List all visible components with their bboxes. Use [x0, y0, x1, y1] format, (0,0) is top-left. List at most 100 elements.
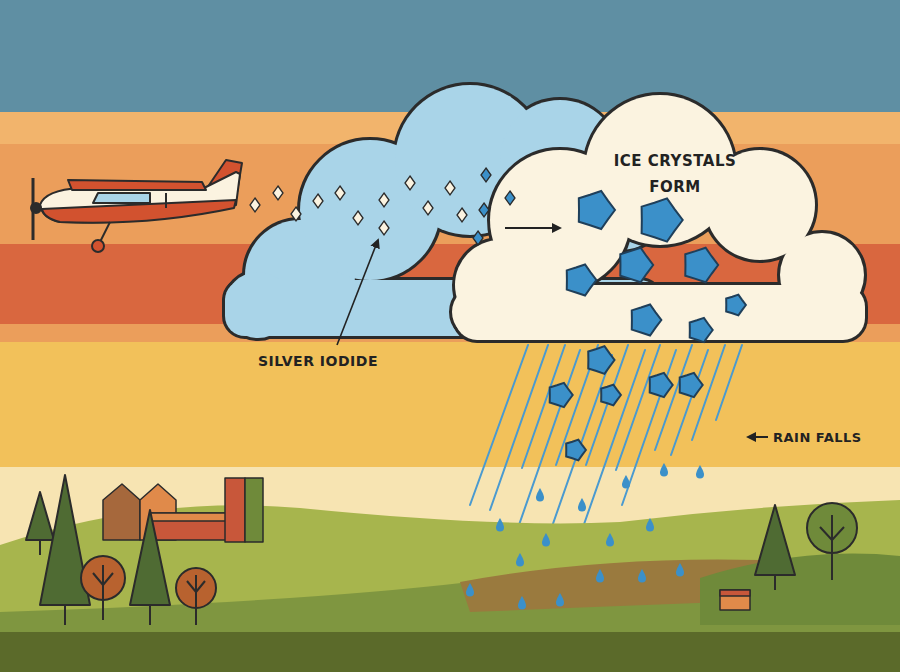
- rain-streaks: [522, 345, 565, 468]
- rain-drops: [556, 593, 564, 607]
- front-cloud: [452, 95, 865, 340]
- seeded-particles: [473, 231, 483, 245]
- rain-drops: [638, 569, 646, 583]
- silver-iodide-particles: [273, 186, 283, 200]
- silver-iodide-particles: [379, 221, 389, 235]
- front-cloud: [452, 95, 865, 340]
- leader-line: [337, 240, 378, 345]
- rain-drops: [606, 533, 614, 547]
- process-arrow: [505, 227, 560, 229]
- ice-crystals: [620, 248, 653, 283]
- silver-iodide-particles: [250, 198, 260, 212]
- trees: [81, 556, 125, 600]
- silver-iodide-particles: [423, 201, 433, 215]
- rain-drops: [676, 563, 684, 577]
- sky-bands: [0, 0, 900, 547]
- ice-crystals: [680, 373, 703, 397]
- leader-line: [748, 436, 768, 438]
- silver-iodide-particles: [291, 207, 301, 221]
- airplane: [31, 160, 242, 252]
- rain-streaks: [671, 350, 708, 455]
- farm-buildings: [103, 484, 140, 540]
- trees: [755, 505, 795, 575]
- front-cloud: [455, 285, 865, 340]
- rain-streaks: [616, 345, 660, 470]
- ice-crystals: [588, 346, 614, 374]
- airplane: [92, 240, 104, 252]
- trees: [102, 600, 104, 620]
- rain-drops: [646, 518, 654, 532]
- farm-buildings: [103, 478, 750, 610]
- farm-buildings: [720, 590, 750, 596]
- seeded-particles: [481, 168, 491, 182]
- ice-crystals: [579, 191, 615, 229]
- ice-crystals: [566, 440, 586, 461]
- ice-crystals: [690, 318, 713, 342]
- farm-buildings: [225, 478, 245, 542]
- rain-streaks: [716, 345, 742, 420]
- airplane: [165, 193, 167, 208]
- ice-crystals: [685, 248, 718, 283]
- silver-iodide-particles: [250, 176, 467, 235]
- text-label: ICE CRYSTALS FORM: [605, 148, 745, 200]
- rain-drops: [516, 553, 524, 567]
- rain-streaks: [586, 345, 628, 465]
- sky-bands: [0, 342, 900, 467]
- landscape: [700, 554, 900, 625]
- landscape: [0, 632, 900, 672]
- rain-drops: [496, 518, 504, 532]
- text-label: RAIN FALLS: [773, 429, 893, 447]
- ice-crystals: [601, 385, 621, 406]
- silver-iodide-particles: [457, 208, 467, 222]
- rain-drops: [518, 596, 526, 610]
- ice-crystals: [632, 304, 662, 335]
- airplane: [93, 193, 150, 203]
- airplane: [68, 180, 206, 190]
- rain-streaks: [655, 345, 692, 450]
- seeded-particles: [505, 191, 515, 205]
- trees: [187, 575, 205, 608]
- trees: [26, 475, 857, 625]
- trees: [26, 492, 54, 540]
- ice-crystals: [642, 198, 683, 241]
- rain-drops: [696, 465, 704, 479]
- trees: [195, 608, 197, 625]
- silver-iodide-particles: [405, 176, 415, 190]
- rain-drops: [542, 533, 550, 547]
- farm-buildings: [720, 590, 750, 610]
- silver-iodide-particles: [313, 194, 323, 208]
- trees: [176, 568, 216, 608]
- rain-drops: [622, 475, 630, 489]
- trees: [93, 565, 113, 600]
- text-label: SILVER IODIDE: [258, 352, 418, 370]
- ice-crystals: [550, 383, 573, 407]
- rain-drops: [596, 569, 604, 583]
- airplane: [100, 222, 110, 242]
- airplane: [31, 203, 41, 213]
- silver-iodide-particles: [335, 186, 345, 200]
- rain-drops: [466, 583, 474, 597]
- ice-crystals: [726, 295, 746, 316]
- rain-streaks: [582, 350, 645, 530]
- seeded-particles: [473, 168, 515, 245]
- ice-crystals: [550, 191, 746, 460]
- front-cloud: [455, 285, 865, 340]
- rain-drops: [660, 463, 668, 477]
- rain-streaks: [548, 355, 612, 538]
- silver-iodide-particles: [379, 193, 389, 207]
- trees: [130, 510, 170, 605]
- trees: [774, 575, 776, 590]
- rain-streaks: [490, 345, 548, 510]
- airplane: [40, 172, 240, 222]
- farm-buildings: [245, 478, 263, 542]
- front-cloud: [452, 95, 865, 340]
- rain-drops: [578, 498, 586, 512]
- silver-iodide-particles: [445, 181, 455, 195]
- rain-drops: [536, 488, 544, 502]
- seeded-particles: [479, 203, 489, 217]
- rain-streaks: [622, 350, 676, 505]
- rain-drops: [466, 463, 704, 610]
- silver-iodide-particles: [353, 211, 363, 225]
